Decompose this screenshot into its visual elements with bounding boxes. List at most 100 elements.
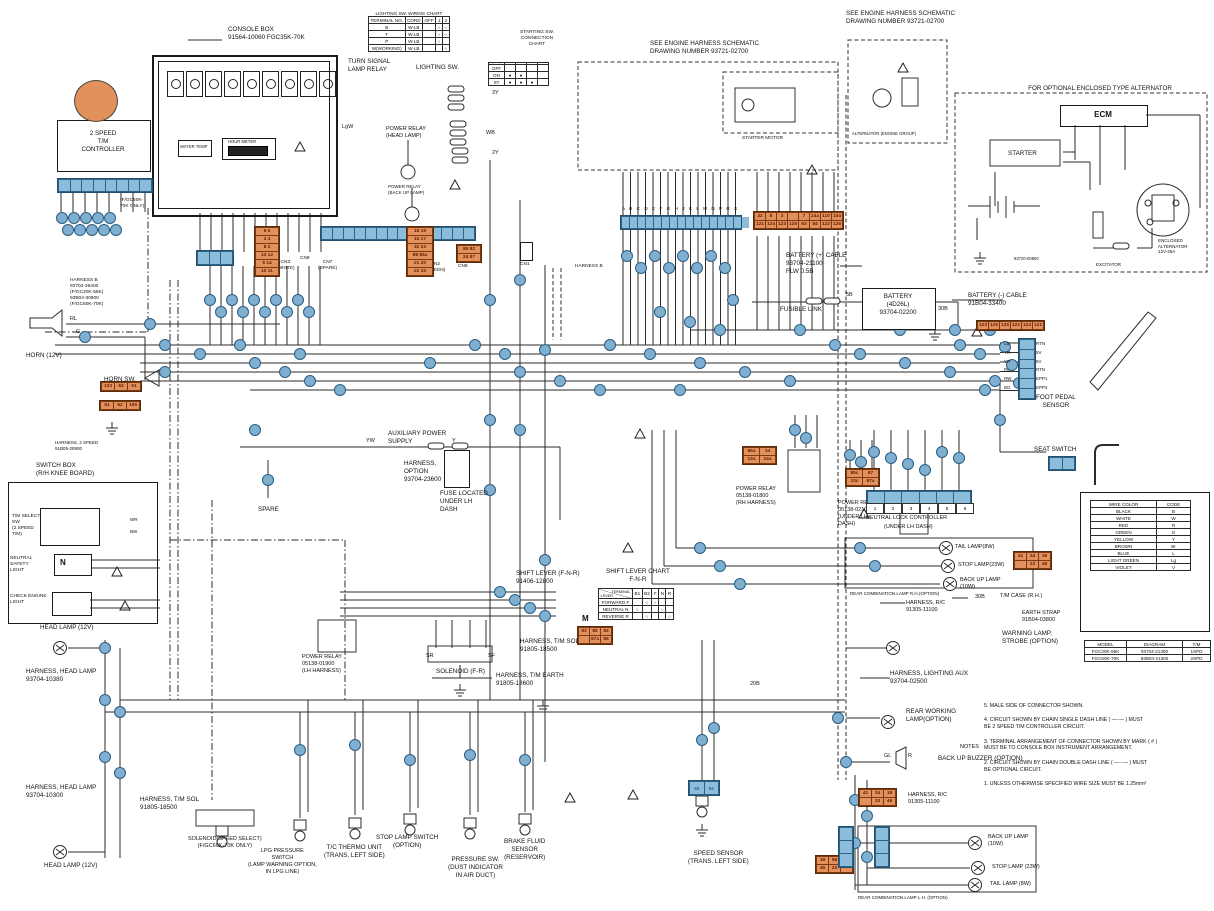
alternator-area (847, 39, 948, 144)
starter-motor-body (734, 87, 796, 123)
node-dot (404, 754, 416, 766)
excitator-label: EXCITATOR (1096, 262, 1122, 267)
node-dot (68, 212, 80, 224)
ecm-box (1060, 105, 1148, 127)
component-icon (404, 824, 416, 836)
check-engine-label: CHECK ENGINE LIGHT (10, 594, 47, 605)
node-dot (304, 375, 316, 387)
node-dot (719, 262, 731, 274)
fuse-pill (1112, 242, 1130, 250)
resistor (1092, 211, 1104, 239)
node-dot (334, 384, 346, 396)
gauge-icon (186, 71, 203, 97)
warning-triangle-icon (294, 140, 306, 152)
wire-tag: LgW (342, 124, 354, 130)
cn1-label: CN1 (520, 262, 530, 267)
enclosed-alt-label: ENCLOSED ALTERNATOR 12V-45A (1158, 238, 1188, 255)
rearcomb-rh-label: REAR COMBINATION LAMP R.H.(OPTION) (850, 591, 940, 596)
wire (943, 562, 953, 570)
node-dot (861, 851, 873, 863)
hour-meter-box (222, 138, 276, 160)
solenoid-speed-label: SOLENOID(SPEED SELECT) (F/GC60K-70K ONLY… (188, 836, 262, 849)
warning-triangle-icon (627, 788, 639, 800)
alternator-icon (872, 88, 892, 108)
node-dot (110, 224, 122, 236)
wire-tag: G (76, 329, 81, 335)
wire-tag: R (908, 753, 912, 759)
relay-lh-harness-body (317, 619, 357, 653)
cn7-label: CN7 (SPARE) (318, 260, 338, 271)
wire-tag: BW (130, 529, 138, 534)
harness-tmsol1-label: HARNESS, T/M SOL 91805-18500 (140, 796, 200, 811)
speed-solenoid-body (195, 809, 255, 827)
wire-tag: 2Y (492, 150, 499, 156)
relay-rh-label: POWER RELAY 05138-01800 (RH HARNESS) (736, 486, 776, 506)
node-dot (919, 464, 931, 476)
note-line: 4. CIRCUIT SHOWN BY CHAIN SINGLE DASH LI… (984, 717, 1144, 730)
node-dot (464, 749, 476, 761)
node-dot (936, 446, 948, 458)
warning-triangle-icon (897, 61, 909, 73)
node-dot (226, 294, 238, 306)
node-dot (56, 212, 68, 224)
cn1-connector (520, 242, 533, 261)
note-line: 1. UNLESS OTHERWISE SPECIFIED WIRE SIZE … (984, 781, 1147, 787)
node-dot (79, 331, 91, 343)
harness-aux-label: HARNESS, LIGHTING AUX 93704-02500 (890, 670, 969, 685)
node-dot (159, 339, 171, 351)
cn8-label: CN8 (458, 264, 468, 269)
component-icon (403, 813, 417, 825)
node-dot (98, 224, 110, 236)
fuse-pill (823, 297, 841, 305)
node-dot (674, 384, 686, 396)
node-dot (62, 224, 74, 236)
motor-mark: M (582, 614, 589, 623)
node-dot (234, 339, 246, 351)
switch-box-outline (8, 482, 158, 624)
wire-tag: 30B (975, 594, 985, 600)
terminal (1144, 199, 1152, 207)
horn-label: HORN (12V) (26, 352, 62, 359)
node-dot (86, 224, 98, 236)
engine-harness-area (577, 61, 839, 171)
terminal (1172, 199, 1180, 207)
spare-label: SPARE (258, 506, 279, 513)
node-dot (994, 414, 1006, 426)
letters-row: A B C D E F G H J K L M N P R S (622, 206, 739, 211)
enclosed-alternator-icon (1136, 183, 1190, 237)
rear-lh-connector (838, 826, 854, 868)
node-dot (194, 348, 206, 360)
fuse-pill (447, 103, 465, 111)
fuse-pill (449, 120, 467, 128)
node-dot (249, 424, 261, 436)
warning-triangle-icon (971, 325, 983, 337)
node-dot (944, 366, 956, 378)
node-dot (861, 810, 873, 822)
node-dot (262, 474, 274, 486)
fuse-located-label: FUSE LOCATED UNDER LH DASH (440, 490, 488, 513)
component-icon (293, 819, 307, 831)
node-dot (854, 348, 866, 360)
node-dot (114, 767, 126, 779)
tm-select-switch (40, 508, 100, 546)
component-icon (518, 813, 532, 825)
stop-lamp-sw-label: STOP LAMP SWITCH (OPTION) (376, 834, 439, 849)
node-dot (663, 262, 675, 274)
component-icon (696, 806, 708, 818)
relay-head-label: POWER RELAY (HEAD LAMP) (386, 126, 426, 139)
note-line: 5. MALE SIDE OF CONNECTOR SHOWN. (984, 702, 1084, 709)
gauge-icon (319, 71, 336, 97)
warning-triangle-icon (119, 599, 131, 611)
battery-label: BATTERY (4D26L) 93704-02200 (879, 293, 917, 316)
component-icon (463, 817, 477, 829)
node-dot (424, 357, 436, 369)
col-header: CORD (404, 16, 424, 25)
node-dot (854, 542, 866, 554)
